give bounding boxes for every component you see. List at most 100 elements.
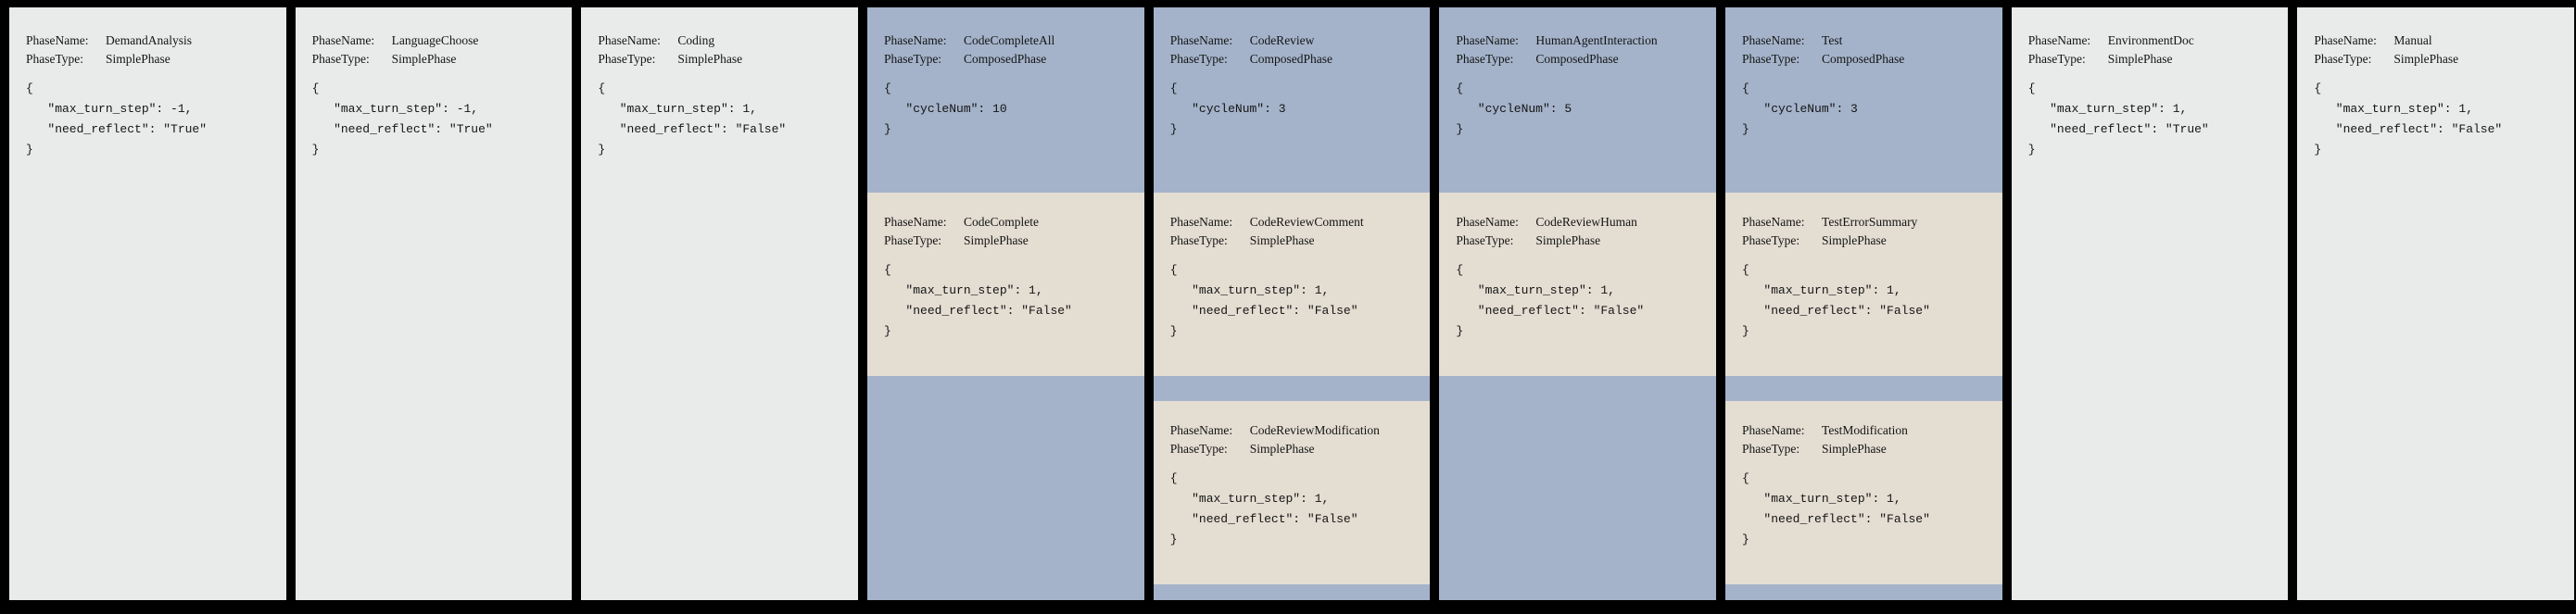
phase-type-value: SimplePhase [1822,442,1887,456]
phase-config-json: { "max_turn_step": 1, "need_reflect": "T… [2027,81,2209,157]
phase-name-row: PhaseName:DemandAnalysis [26,31,279,50]
phase-type-row: PhaseType: ComposedPhase [1742,50,1995,69]
phase-name-row: PhaseName: CodeComplete [884,213,1137,232]
phase-name-label: PhaseName: [1169,215,1233,229]
phase-type-label: PhaseType: [884,52,942,66]
phase-config-json: { "max_turn_step": 1, "need_reflect": "F… [2314,81,2503,157]
phase-name-label: PhaseName: [2027,33,2091,47]
phase-type-label: PhaseType: [1456,52,1514,66]
phase-type-row: PhaseType: ComposedPhase [1456,50,1709,69]
phase-type-label: PhaseType: [1742,52,1800,66]
phase-type-value: SimplePhase [1822,233,1887,247]
phase-name-label: PhaseName: [1742,215,1805,229]
phase-name-value: HumanAgentInteraction [1535,33,1658,47]
phase-name-label: PhaseName: [1456,215,1519,229]
phase-config-json: { "cycleNum": 3 } [1169,81,1286,136]
phase-name-row: PhaseName:EnvironmentDoc [2028,31,2281,50]
phase-type-value: SimplePhase [2107,52,2173,66]
phase-type-row: PhaseType:SimplePhase [312,50,565,69]
phase-config-json: { "max_turn_step": 1, "need_reflect": "F… [1456,263,1645,338]
phase-config-json: { "cycleNum": 10 } [884,81,1007,136]
phase-name-label: PhaseName: [884,215,947,229]
phase-name-row: PhaseName:Coding [598,31,851,50]
phase-type-label: PhaseType: [26,52,84,66]
phase-name-label: PhaseName: [1169,33,1233,47]
phase-type-label: PhaseType: [2314,52,2372,66]
phase-name-row: PhaseName:CodeReviewComment [1170,213,1423,232]
phase-type-row: PhaseType:SimplePhase [884,232,1137,250]
phase-name-label: PhaseName: [884,33,947,47]
phase-name-value: CodeReview [1249,33,1315,47]
phase-type-value: SimplePhase [1535,233,1601,247]
phase-config-json: { "max_turn_step": -1, "need_reflect": "… [26,81,208,157]
phase-type-row: PhaseType:SimplePhase [1742,440,1995,458]
phase-name-value: CodeComplete [964,215,1040,229]
phase-name-label: PhaseName: [1742,423,1805,437]
phase-type-value: SimplePhase [106,52,170,66]
phase-type-row: PhaseType: SimplePhase [598,50,851,69]
phase-type-value: ComposedPhase [1535,52,1619,66]
phase-name-row: PhaseName:Test [1742,31,1995,50]
phase-name-row: PhaseName:LanguageChoose [312,31,565,50]
phase-name-row: PhaseName:CodeReviewModification [1170,421,1423,440]
phase-name-row: PhaseName: CodeReviewHuman [1456,213,1709,232]
phase-type-label: PhaseType: [1169,442,1228,456]
phase-name-row: PhaseName:HumanAgentInteraction [1456,31,1709,50]
phase-type-value: SimplePhase [1249,233,1315,247]
phase-type-value: SimplePhase [2393,52,2459,66]
phase-type-value: ComposedPhase [1822,52,1905,66]
phase-type-label: PhaseType: [1456,233,1514,247]
phase-name-label: PhaseName: [1742,33,1805,47]
phase-name-value: TestModification [1822,423,1908,437]
phase-name-row: PhaseName: CodeReview [1170,31,1423,50]
phase-config-json: { "cycleNum": 3 } [1742,81,1858,136]
phase-config-json: { "cycleNum": 5 } [1456,81,1572,136]
phase-type-row: PhaseType: SimplePhase [2314,50,2567,69]
phase-type-label: PhaseType: [2027,52,2086,66]
phase-type-value: SimplePhase [677,52,743,66]
phase-name-row: PhaseName: TestModification [1742,421,1995,440]
phase-name-row: PhaseName:TestErrorSummary [1742,213,1995,232]
phase-type-label: PhaseType: [1169,233,1228,247]
phase-type-label: PhaseType: [598,52,656,66]
phase-config-json: { "max_turn_step": -1, "need_reflect": "… [311,81,493,157]
phase-config-json: { "max_turn_step": 1, "need_reflect": "F… [1169,263,1358,338]
phase-name-value: CodeCompleteAll [964,33,1055,47]
phase-type-value: ComposedPhase [964,52,1047,66]
phase-type-value: SimplePhase [391,52,457,66]
phase-name-label: PhaseName: [26,33,89,47]
phase-type-row: PhaseType: ComposedPhase [884,50,1137,69]
phase-type-row: PhaseType: SimplePhase [1170,232,1423,250]
phase-type-value: ComposedPhase [1249,52,1332,66]
phase-name-label: PhaseName: [598,33,661,47]
phase-config-json: { "max_turn_step": 1, "need_reflect": "F… [1742,471,1930,546]
phase-config-json: { "max_turn_step": 1, "need_reflect": "F… [1742,263,1930,338]
phase-name-value: CodeReviewHuman [1535,215,1637,229]
phase-type-row: PhaseType: SimplePhase [2028,50,2281,69]
